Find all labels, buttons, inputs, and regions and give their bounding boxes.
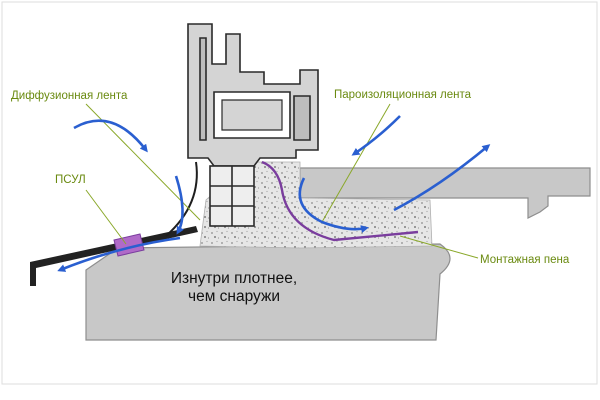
vapor-barrier-tape — [261, 160, 419, 242]
caption-line-2: чем снаружи — [188, 288, 280, 305]
label-diffusion-tape: Диффузионная лента — [11, 90, 128, 102]
caption-line-1: Изнутри плотнее, — [170, 270, 298, 287]
arrow-flow-6 — [57, 236, 181, 272]
label-psul: ПСУЛ — [55, 174, 86, 186]
diffusion-tape — [165, 161, 198, 237]
leader-psul — [85, 189, 127, 245]
arrow-flow-2 — [174, 175, 184, 235]
arrow-flow-3 — [351, 115, 401, 156]
mounting-foam — [199, 161, 433, 249]
arrow-flow-1 — [73, 119, 148, 153]
wall-lower — [85, 243, 451, 341]
window-frame-profile — [187, 23, 319, 167]
image-border — [1, 1, 598, 385]
leader-vapor — [321, 103, 391, 223]
frame-bottom-block — [209, 165, 255, 227]
caption: Изнутри плотнее, чем снаружи — [154, 270, 314, 306]
label-vapor-barrier-tape: Пароизоляционная лента — [334, 89, 472, 101]
arrow-flow-5 — [393, 144, 491, 212]
label-mounting-foam: Монтажная пена — [480, 254, 570, 266]
leader-foam — [399, 235, 479, 259]
arrow-flow-4 — [298, 177, 369, 233]
